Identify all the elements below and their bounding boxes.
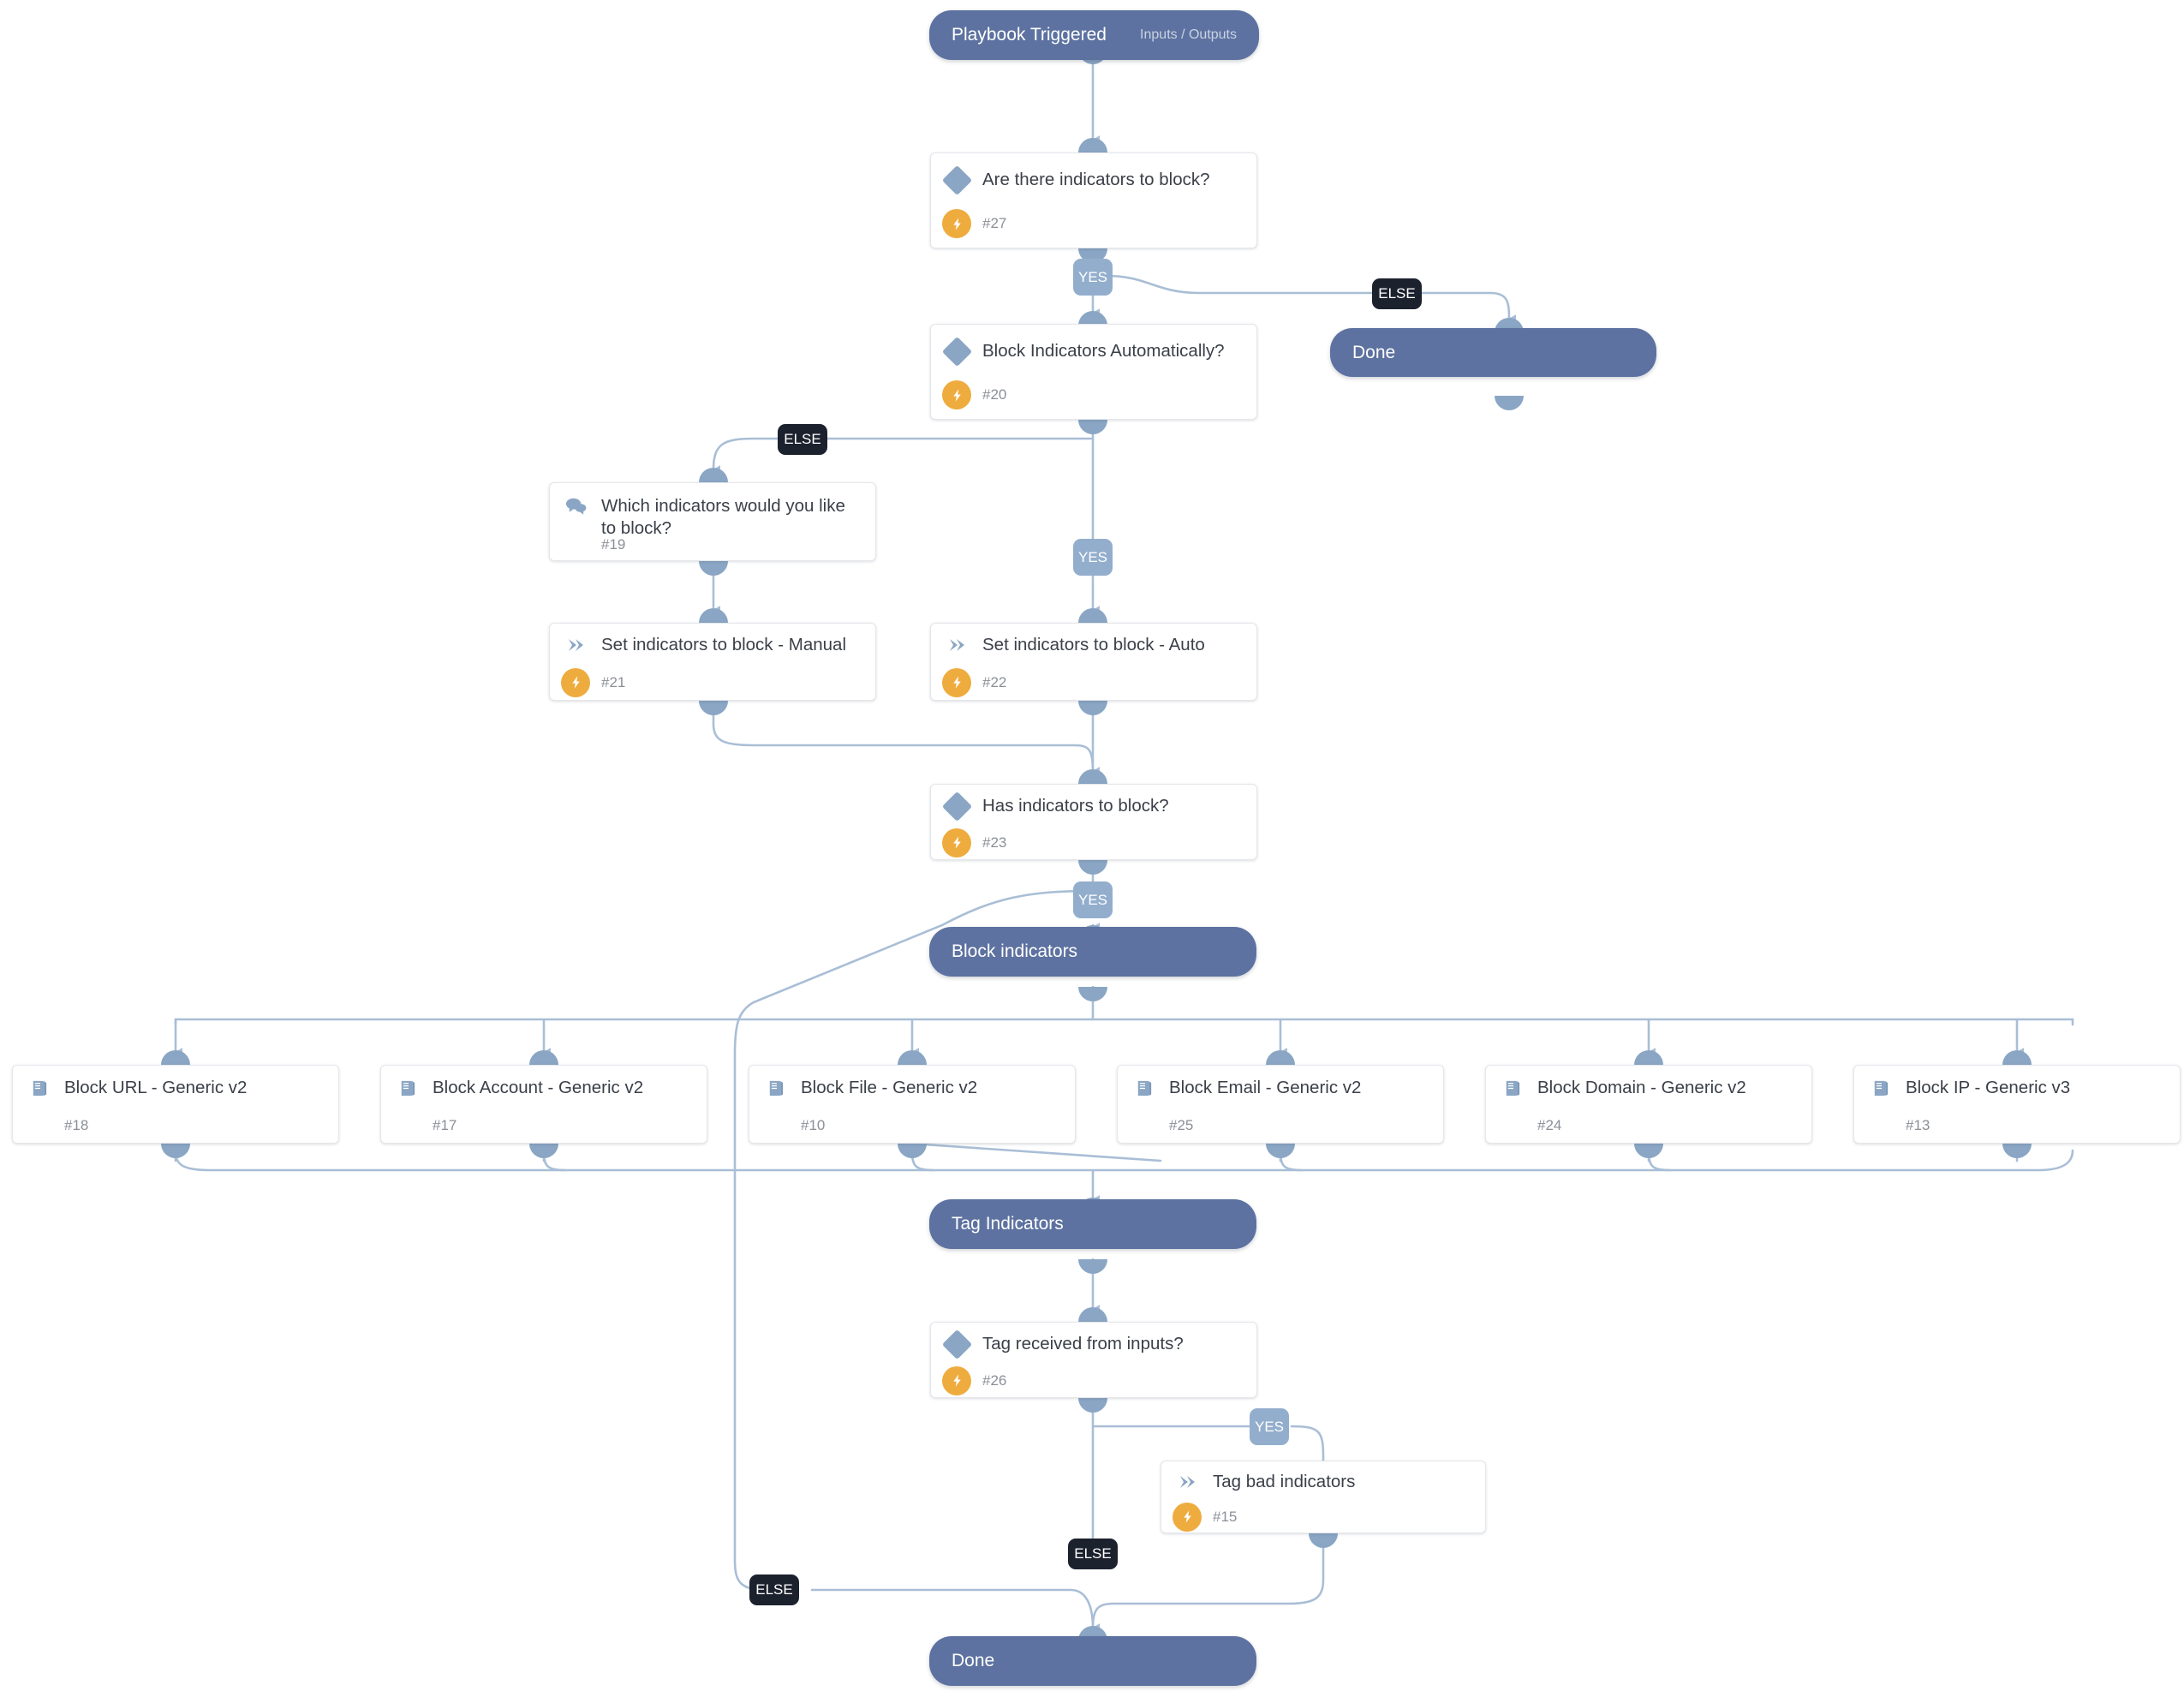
diamond-icon [931, 164, 982, 195]
speech-bubbles-icon [550, 495, 601, 516]
condition-node-has-indicators-to-block[interactable]: Has indicators to block? #23 [930, 784, 1257, 860]
edge-label-yes-23[interactable]: YES [1073, 881, 1113, 918]
node-id: #19 [601, 536, 626, 553]
node-id: #15 [1213, 1508, 1238, 1525]
node-id: #24 [1537, 1117, 1562, 1133]
lightning-bolt-icon [931, 828, 982, 857]
chevron-right-icon [931, 636, 982, 654]
terminal-node-done-top[interactable]: Done [1330, 328, 1656, 377]
playbook-node-block-email[interactable]: Block Email - Generic v2 #25 [1117, 1065, 1444, 1144]
node-title: Block IP - Generic v3 [1906, 1078, 2071, 1097]
node-title: Block Domain - Generic v2 [1537, 1078, 1746, 1097]
node-title: Block Indicators Automatically? [982, 341, 1225, 361]
start-node-io-label: Inputs / Outputs [1140, 27, 1237, 42]
lightning-bolt-icon [550, 667, 601, 697]
node-id: #20 [982, 386, 1007, 403]
playbook-node-block-account[interactable]: Block Account - Generic v2 #17 [380, 1065, 707, 1144]
playbook-node-block-file[interactable]: Block File - Generic v2 #10 [749, 1065, 1076, 1144]
task-node-set-indicators-to-block-auto[interactable]: Set indicators to block - Auto #22 [930, 623, 1257, 701]
chevron-right-icon [1161, 1473, 1213, 1491]
node-id: #27 [982, 215, 1007, 231]
node-id: #25 [1169, 1117, 1194, 1133]
diamond-icon [931, 1329, 982, 1359]
node-title: Are there indicators to block? [982, 170, 1210, 189]
condition-node-block-indicators-automatically[interactable]: Block Indicators Automatically? #20 [930, 324, 1257, 420]
lightning-bolt-icon [931, 1365, 982, 1395]
terminal-node-done-bottom[interactable]: Done [929, 1636, 1256, 1686]
section-label: Tag Indicators [952, 1214, 1064, 1234]
lightning-bolt-icon [931, 380, 982, 409]
node-id: #10 [801, 1117, 826, 1133]
edge-label-yes-26[interactable]: YES [1250, 1408, 1289, 1445]
start-node-playbook-triggered[interactable]: Playbook Triggered Inputs / Outputs [929, 10, 1259, 60]
task-node-set-indicators-to-block-manual[interactable]: Set indicators to block - Manual #21 [549, 623, 876, 701]
book-icon [1854, 1079, 1906, 1098]
condition-node-are-there-indicators-to-block[interactable]: Are there indicators to block? #27 [930, 152, 1257, 248]
lightning-bolt-icon [931, 209, 982, 238]
node-title: Block Email - Generic v2 [1169, 1078, 1362, 1097]
book-icon [1486, 1079, 1537, 1098]
start-node-label: Playbook Triggered [952, 25, 1107, 45]
node-title: Block File - Generic v2 [801, 1078, 978, 1097]
book-icon [749, 1079, 801, 1098]
terminal-label: Done [1352, 342, 1396, 362]
playbook-node-block-ip[interactable]: Block IP - Generic v3 #13 [1853, 1065, 2181, 1144]
diamond-icon [931, 336, 982, 367]
playbook-node-block-url[interactable]: Block URL - Generic v2 #18 [12, 1065, 339, 1144]
edge-label-yes-27[interactable]: YES [1073, 259, 1113, 296]
node-title: Which indicators would you like to block… [601, 496, 845, 538]
lightning-bolt-icon [931, 667, 982, 697]
edge-label-else-20[interactable]: ELSE [778, 424, 827, 455]
terminal-label: Done [952, 1651, 995, 1670]
node-id: #13 [1906, 1117, 1930, 1133]
playbook-node-block-domain[interactable]: Block Domain - Generic v2 #24 [1485, 1065, 1812, 1144]
edge-label-yes-20[interactable]: YES [1073, 539, 1113, 576]
node-title: Set indicators to block - Auto [982, 635, 1205, 654]
node-id: #21 [601, 673, 626, 690]
node-id: #23 [982, 834, 1007, 851]
diamond-icon [931, 791, 982, 822]
node-id: #18 [64, 1117, 89, 1133]
book-icon [1118, 1079, 1169, 1098]
lightning-bolt-icon [1161, 1502, 1213, 1532]
node-title: Tag bad indicators [1213, 1472, 1356, 1491]
node-title: Set indicators to block - Manual [601, 635, 846, 654]
task-node-tag-bad-indicators[interactable]: Tag bad indicators #15 [1161, 1461, 1486, 1533]
section-label: Block indicators [952, 941, 1078, 961]
data-collection-node-which-indicators-to-block[interactable]: Which indicators would you like to block… [549, 482, 876, 561]
node-id: #26 [982, 1371, 1007, 1389]
node-title: Has indicators to block? [982, 796, 1169, 816]
edge-label-else-26[interactable]: ELSE [1068, 1539, 1118, 1569]
node-title: Block URL - Generic v2 [64, 1078, 248, 1097]
book-icon [381, 1079, 433, 1098]
node-id: #22 [982, 673, 1007, 690]
edge-label-else-23[interactable]: ELSE [749, 1574, 799, 1605]
chevron-right-icon [550, 636, 601, 654]
book-icon [13, 1079, 64, 1098]
condition-node-tag-received-from-inputs[interactable]: Tag received from inputs? #26 [930, 1322, 1257, 1398]
node-title: Tag received from inputs? [982, 1334, 1184, 1353]
node-id: #17 [433, 1117, 457, 1133]
section-node-block-indicators[interactable]: Block indicators [929, 927, 1256, 977]
section-node-tag-indicators[interactable]: Tag Indicators [929, 1199, 1256, 1249]
node-title: Block Account - Generic v2 [433, 1078, 644, 1097]
edge-label-else-27[interactable]: ELSE [1372, 278, 1422, 309]
